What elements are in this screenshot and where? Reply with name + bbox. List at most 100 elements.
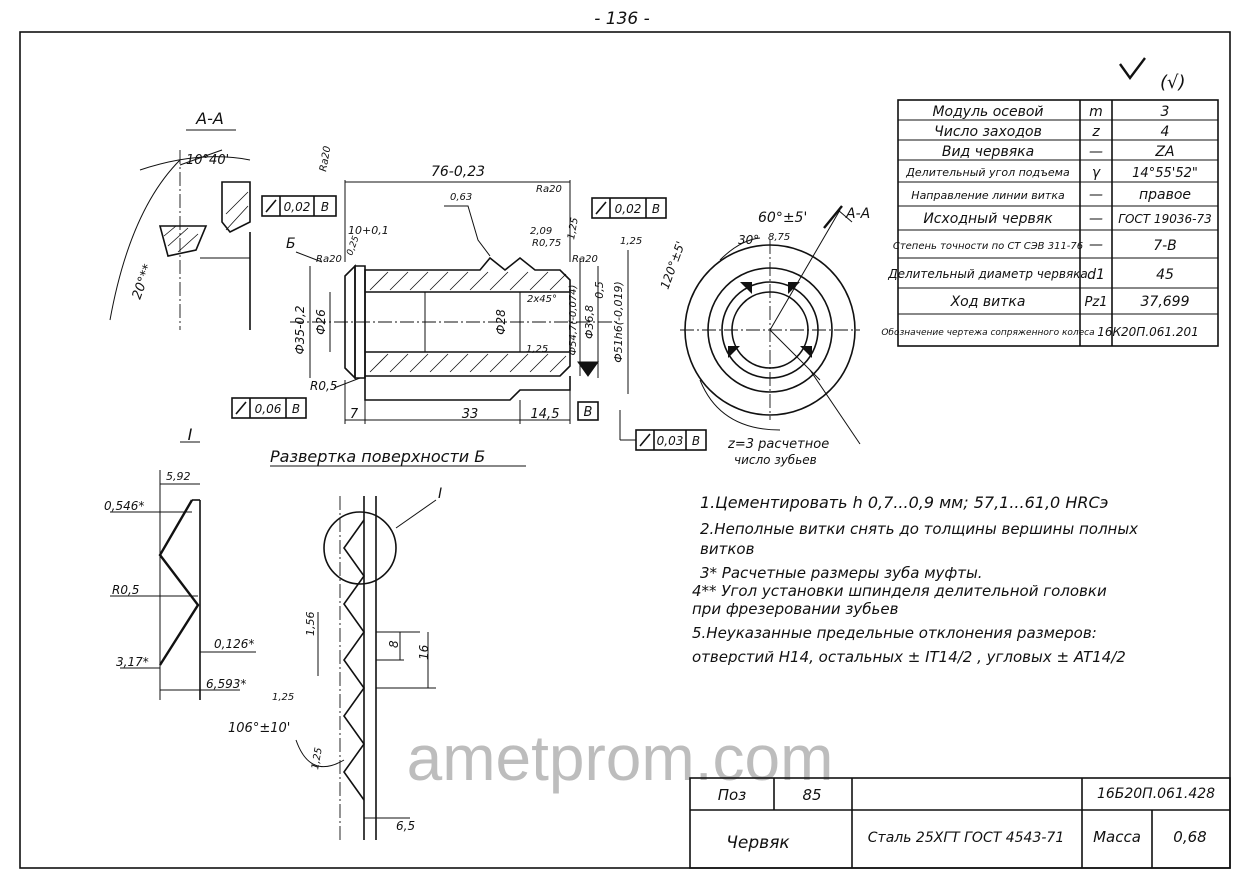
param-value: 4	[1161, 124, 1170, 140]
tolerance-base: В	[321, 200, 329, 214]
rough-ra20-a: Ra20	[536, 184, 562, 195]
param-row-lead: Ход витка Pz1 37,699	[950, 294, 1190, 310]
detail-marker-label: I	[438, 486, 442, 502]
param-symbol: Pz1	[1085, 295, 1108, 310]
rough-125-b: 1,25	[620, 236, 642, 247]
param-name: Число заходов	[934, 124, 1042, 140]
dim-7: 7	[350, 407, 359, 422]
surface-unfold-label: Развертка поверхности Б	[270, 447, 485, 466]
dim-d51: Ф51h6(-0,019)	[612, 281, 625, 362]
tolerance-base: В	[292, 402, 300, 416]
rough-ra20-c: Ra20	[572, 254, 598, 265]
dim-d35: Ф35-0,2	[293, 305, 307, 354]
dim-10: 10+0,1	[348, 224, 389, 237]
dim-angle-1040: 10°40'	[186, 153, 229, 168]
dim-angle-120: 120°±5'	[658, 239, 688, 291]
watermark: ametprom.com	[407, 722, 834, 794]
base-label: В	[584, 405, 593, 420]
param-symbol: d1	[1087, 267, 1105, 283]
note-2-cont: витков	[700, 540, 755, 558]
param-symbol: z	[1091, 124, 1100, 140]
param-row-worm-type: Вид червяка — ZA	[942, 144, 1175, 160]
base-box	[577, 401, 599, 421]
dim-33: 33	[462, 407, 479, 422]
dim-r05: R0,5	[310, 379, 337, 393]
sheet-frame	[19, 31, 1231, 869]
worm-side-view: 76-0,23 7 33 14,5 Ф35-0,2 Ф26 Ф28 Ф54,7(…	[231, 145, 667, 424]
param-row-direction: Направление линии витка — правое	[911, 187, 1191, 203]
param-symbol: —	[1089, 237, 1103, 253]
dim-d26: Ф26	[314, 309, 328, 335]
param-value: ZA	[1154, 144, 1174, 160]
tolerance-base: В	[692, 434, 700, 448]
note-2: 2.Неполные витки снять до толщины вершин…	[700, 520, 1138, 538]
z-note-line-2: число зубьев	[734, 453, 817, 467]
tolerance-value: 0,06	[255, 402, 282, 416]
pos-label: Поз	[718, 786, 746, 804]
param-row-pitch-diameter: Делительный диаметр червяка d1 45	[887, 267, 1174, 283]
rough-ra20-d: Ra20	[318, 145, 333, 172]
dim-d368: Ф36,8	[583, 305, 596, 339]
section-aa-view: А-А 10°40' 20°**	[109, 109, 251, 330]
section-cut-marker	[823, 205, 843, 229]
param-name: Исходный червяк	[923, 211, 1053, 227]
page-number: - 136 -	[594, 9, 650, 29]
param-symbol: γ	[1092, 165, 1101, 181]
rough-125-c: 1,25	[526, 344, 548, 355]
note-4: 4** Угол установки шпинделя делительной …	[692, 582, 1107, 600]
parameters-table: Модуль осевой m 3 Число заходов z 4 Вид …	[881, 99, 1219, 347]
param-row-starts: Число заходов z 4	[934, 124, 1169, 140]
param-symbol: m	[1089, 104, 1103, 120]
tolerance-value: 0,02	[615, 202, 642, 216]
note-3: 3* Расчетные размеры зуба муфты.	[700, 564, 983, 582]
mass-value: 0,68	[1173, 828, 1206, 846]
dim-8: 8	[387, 640, 401, 648]
stamp-text: (√)	[1160, 72, 1186, 93]
param-name: Степень точности по СТ СЭВ 311-76	[893, 241, 1083, 252]
param-name: Делительный диаметр червяка	[887, 267, 1088, 281]
param-name: Делительный угол подъема	[905, 166, 1070, 179]
doc-number: 16Б20П.061.428	[1097, 786, 1215, 802]
check-stamp: (√)	[1119, 57, 1186, 93]
dim-875: 8,75	[768, 232, 790, 243]
note-5: 5.Неуказанные предельные отклонения разм…	[692, 624, 1097, 642]
dim-0546: 0,546*	[104, 499, 144, 513]
view-b-label: Б	[286, 236, 296, 252]
z-note-line-1: z=3 расчетное	[727, 437, 829, 452]
dim-16: 16	[417, 644, 431, 660]
rough-ra20-b: Ra20	[316, 254, 342, 265]
dim-angle-60: 60°±5'	[758, 210, 807, 226]
detail-circle	[323, 511, 397, 585]
pos-value: 85	[802, 786, 821, 804]
tolerance-base: В	[652, 202, 660, 216]
tolerance-frame-3: 0,06 В	[231, 397, 307, 419]
section-cut-label: А-А	[845, 206, 870, 222]
tolerance-value: 0,03	[657, 434, 684, 448]
param-row-accuracy: Степень точности по СТ СЭВ 311-76 — 7-В	[893, 237, 1177, 254]
param-name: Обозначение чертежа сопряженного колеса	[881, 328, 1094, 338]
rough-125-e: 1,25	[310, 747, 325, 771]
note-5-cont: отверстий Н14, остальных ± IT14/2 , угло…	[692, 648, 1126, 666]
dim-65: 6,5	[396, 819, 415, 833]
dim-r05-detail: R0,5	[112, 583, 139, 597]
param-name: Ход витка	[950, 294, 1026, 310]
detail-i-label: I	[188, 425, 193, 444]
detail-i-view: I 5,92 0,546* R0,5 0,126* 3,17* 6,593*	[104, 425, 256, 700]
rough-063: 0,63	[450, 192, 472, 203]
surface-unfold-view: Развертка поверхности Б I 8 16 1,56 106°…	[228, 447, 526, 840]
note-4-cont: при фрезеровании зубьев	[692, 600, 899, 618]
dim-145: 14,5	[531, 407, 560, 422]
rough-125-d: 1,25	[272, 692, 294, 703]
param-value: 37,699	[1141, 294, 1190, 310]
dim-chamfer: 2x45°	[527, 294, 557, 305]
param-value: 3	[1161, 104, 1170, 120]
rough-125-a: 1,25	[566, 217, 581, 241]
dim-d28: Ф28	[494, 309, 508, 335]
material: Сталь 25ХГТ ГОСТ 4543-71	[868, 830, 1064, 846]
param-value: 16К20П.061.201	[1097, 325, 1199, 339]
note-1: 1.Цементировать h 0,7...0,9 мм; 57,1...6…	[700, 493, 1108, 512]
tolerance-frame-1: 0,02 В	[261, 195, 337, 217]
part-name: Червяк	[726, 833, 790, 853]
